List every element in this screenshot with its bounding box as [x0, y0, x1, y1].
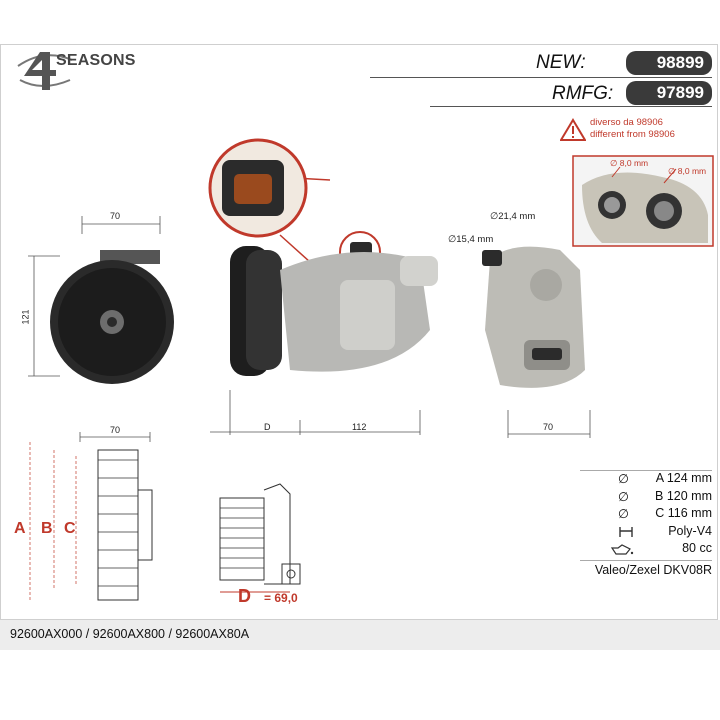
- logo-icon: [17, 52, 73, 90]
- rmfg-value: 97899: [656, 83, 704, 102]
- spec-row-belt: Poly-V4: [580, 523, 712, 541]
- pulley-profile-drawing: [219, 483, 301, 593]
- belt-profile-icon: [619, 526, 633, 537]
- rmfg-value-badge: 97899: [626, 81, 712, 105]
- side-view-photo: [482, 246, 591, 438]
- spec-model: Valeo/Zexel DKV08R: [594, 562, 712, 577]
- diameter-icon: ∅: [618, 507, 629, 521]
- header-divider: [370, 77, 712, 78]
- letter-a: A: [14, 520, 26, 537]
- spec-b: B 120 mm: [655, 488, 712, 503]
- body-length-dim: 112: [352, 422, 367, 432]
- new-value: 98899: [656, 53, 704, 72]
- pulley-width-dim: 70: [110, 425, 121, 435]
- d-value: = 69,0: [264, 591, 298, 605]
- d-letter: D: [238, 586, 251, 606]
- compressor-photo: [208, 138, 438, 435]
- letter-c: C: [64, 520, 76, 537]
- front-width-dim: 70: [110, 211, 121, 221]
- warning-line-2: different from 98906: [590, 129, 675, 140]
- brand-name: SEASONS: [56, 52, 136, 69]
- diameter-icon: ∅: [618, 489, 629, 504]
- spec-row-oil: 80 cc: [580, 540, 712, 558]
- specs-table: ∅ A 124 mm ∅ B 120 mm ∅ C 116 mm Poly-V4…: [580, 470, 712, 579]
- port-small-dim: ∅15,4 mm: [448, 234, 494, 245]
- port-large-dim: ∅21,4 mm: [490, 211, 536, 222]
- body-d-dim: D: [264, 422, 271, 432]
- spec-row-c: ∅ C 116 mm: [580, 505, 712, 523]
- footer-bar: 92600AX000 / 92600AX800 / 92600AX80A: [0, 620, 720, 650]
- spec-row-b: ∅ B 120 mm: [580, 488, 712, 506]
- content-frame: [0, 44, 718, 620]
- new-value-badge: 98899: [626, 51, 712, 75]
- spec-belt: Poly-V4: [668, 523, 712, 538]
- spec-a: A 124 mm: [655, 471, 712, 485]
- warning-icon: [560, 118, 586, 141]
- spec-oil: 80 cc: [682, 541, 712, 555]
- oil-can-icon: [610, 544, 634, 555]
- new-label: NEW:: [536, 52, 586, 73]
- spec-row-model: Valeo/Zexel DKV08R: [580, 562, 712, 580]
- letter-b: B: [41, 520, 53, 537]
- diameter-icon: ∅: [618, 472, 629, 486]
- hole-a-dim: ∅ 8,0 mm: [610, 158, 649, 168]
- front-height-dim: 121: [20, 309, 31, 325]
- spec-c: C 116 mm: [655, 506, 712, 520]
- hole-b-dim: ∅ 8,0 mm: [668, 166, 707, 176]
- side-width-dim: 70: [543, 422, 554, 432]
- rmfg-label: RMFG:: [552, 83, 614, 104]
- oe-numbers: 92600AX000 / 92600AX800 / 92600AX80A: [10, 627, 250, 641]
- port-detail-photo: [572, 155, 714, 247]
- header-divider-2: [430, 106, 712, 107]
- pulley-section-drawing: [29, 432, 153, 601]
- warning-text: diverso da 98906 different from 98906: [590, 117, 675, 141]
- warning-line-1: diverso da 98906: [590, 117, 663, 128]
- front-view-drawing: [28, 216, 174, 384]
- spec-row-a: ∅ A 124 mm: [580, 470, 712, 488]
